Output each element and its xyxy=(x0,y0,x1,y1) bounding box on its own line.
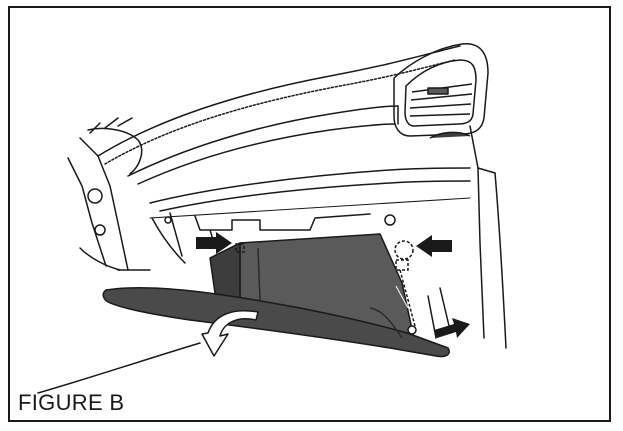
arrow-left-stopper xyxy=(196,232,232,254)
glove-box xyxy=(102,233,450,358)
air-vent xyxy=(393,43,489,139)
dashboard-outline xyxy=(37,45,507,394)
arrow-right-stopper xyxy=(416,235,452,257)
figure-caption: FIGURE B xyxy=(18,390,125,415)
figure-frame: FIGURE B xyxy=(8,6,611,422)
arrow-damper xyxy=(434,318,470,338)
arrow-open-glovebox xyxy=(201,309,259,357)
dashboard-illustration xyxy=(37,43,507,394)
stopper-markers xyxy=(235,240,416,327)
